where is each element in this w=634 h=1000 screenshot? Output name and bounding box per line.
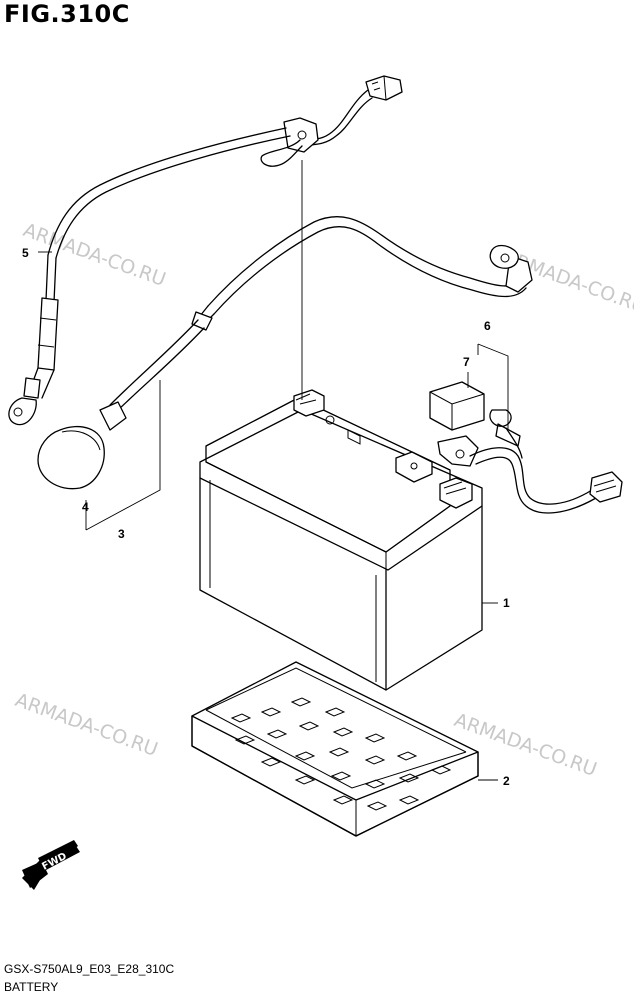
battery-1 <box>199 389 483 691</box>
callouts: 1 2 3 4 5 6 7 <box>22 246 510 788</box>
callout-5: 5 <box>22 246 29 260</box>
fwd-arrow-icon: FWD <box>22 840 80 890</box>
negative-cable-3 <box>37 216 533 490</box>
watermark-4: ARMADA-CO.RU <box>12 689 160 761</box>
callout-1: 1 <box>503 596 510 610</box>
callout-2: 2 <box>503 774 510 788</box>
figure-code: GSX-S750AL9_E03_E28_310C <box>4 962 175 976</box>
callout-4: 4 <box>82 500 89 514</box>
figure-title: FIG.310C <box>4 0 130 28</box>
callout-3: 3 <box>118 527 125 541</box>
harness-lead-5 <box>8 75 403 426</box>
battery-tray-2 <box>191 661 479 837</box>
callout-6: 6 <box>484 319 491 333</box>
callout-7: 7 <box>463 355 470 369</box>
figure-name: BATTERY <box>4 980 59 994</box>
watermark-1: ARMADA-CO.RU <box>20 219 168 291</box>
leader-lines <box>38 160 509 781</box>
positive-cable-6 <box>429 381 623 514</box>
